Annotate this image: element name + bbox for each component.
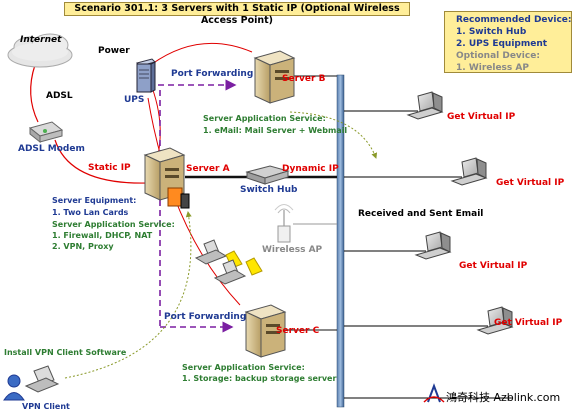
wireless-ap-icon (274, 204, 294, 243)
data-flow-curves (64, 111, 378, 379)
received-sent-email-label: Received and Sent Email (358, 209, 484, 219)
recommended-item: 1. Switch Hub (456, 27, 527, 37)
client-label: Get Virtual IP (496, 178, 565, 188)
recommended-device-box: Recommended Device: 1. Switch Hub 2. UPS… (444, 11, 572, 73)
client-pc-icon (414, 231, 452, 260)
server-c-icon (244, 304, 287, 358)
diagram-title: Scenario 301.1: 3 Servers with 1 Static … (64, 2, 410, 26)
switch-hub-icon (245, 165, 290, 185)
network-backbone (336, 74, 345, 408)
wireless-ap-label: Wireless AP (262, 245, 323, 255)
static-ip-link (54, 139, 149, 184)
server-b-label: Server B (282, 74, 326, 84)
server-b-service-heading: Server Application Service: (203, 114, 326, 123)
adsl-label: ADSL (46, 91, 73, 101)
client-label: Get Virtual IP (447, 112, 516, 122)
adsl-modem-label: ADSL Modem (18, 144, 85, 154)
ups-label: UPS (124, 95, 145, 105)
ups-icon (136, 58, 156, 93)
install-vpn-label: Install VPN Client Software (4, 348, 127, 357)
optional-item: 1. Wireless AP (456, 63, 529, 73)
laptop-icon (213, 257, 263, 285)
server-a-service-heading: Server Application Service: (52, 220, 175, 229)
client-pc-icon (476, 306, 514, 335)
power-label: Power (98, 46, 130, 56)
static-ip-label: Static IP (88, 163, 131, 173)
client-pc-icon (450, 157, 488, 186)
server-a-icon (143, 147, 190, 209)
port-forwarding-bottom-label: Port Forwarding (164, 312, 247, 322)
client-pc-icon (406, 91, 444, 120)
optional-heading: Optional Device: (456, 51, 540, 61)
server-b-service-item: 1. eMail: Mail Server + Webmail (203, 126, 348, 135)
dynamic-ip-label: Dynamic IP (282, 164, 339, 174)
internet-cloud-icon (7, 33, 73, 68)
brand-text: 鴻奇科技 Azblink.com (446, 391, 561, 404)
server-c-service-heading: Server Application Service: (182, 363, 305, 372)
internet-label: Internet (20, 35, 62, 45)
server-c-service-item: 1. Storage: backup storage server (182, 374, 337, 383)
switch-hub-label: Switch Hub (240, 185, 298, 195)
laptop-icon (194, 239, 243, 269)
server-b-icon (253, 50, 296, 104)
vpn-client-label: VPN Client (22, 402, 70, 411)
vpn-client-icon (3, 365, 60, 401)
adsl-link (30, 64, 39, 123)
server-c-label: Server C (276, 326, 320, 336)
server-a-label: Server A (186, 164, 230, 174)
server-equipment-heading: Server Equipment: (52, 196, 137, 205)
server-a-service-item: 2. VPN, Proxy (52, 242, 114, 251)
recommended-item: 2. UPS Equipment (456, 39, 548, 49)
port-forwarding-top-label: Port Forwarding (171, 69, 254, 79)
recommended-heading: Recommended Device: (456, 15, 572, 25)
brand-logo-icon (423, 383, 445, 403)
adsl-modem-icon (28, 121, 64, 144)
client-label: Get Virtual IP (494, 318, 563, 328)
server-equipment-item: 1. Two Lan Cards (52, 208, 129, 217)
client-label: Get Virtual IP (459, 261, 528, 271)
port-forwarding-paths (158, 79, 237, 333)
server-a-service-item: 1. Firewall, DHCP, NAT (52, 231, 153, 240)
